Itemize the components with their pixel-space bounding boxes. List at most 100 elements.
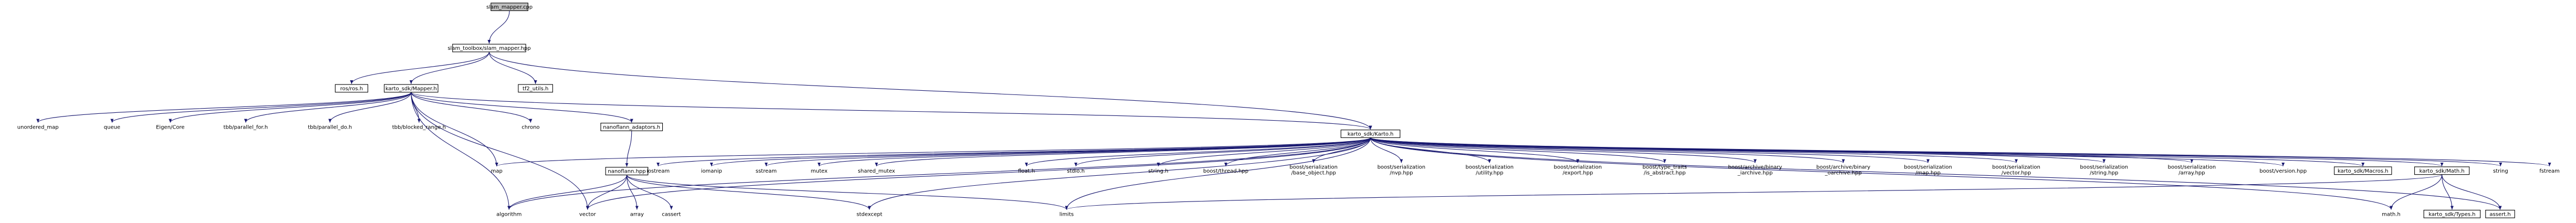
node-boost-ser-nvp: boost/serialization/nvp.hpp (1378, 164, 1426, 176)
edge-karto-h-to-mutex (817, 137, 1371, 167)
edge-mapper-h-to-queue (110, 92, 412, 123)
node-label: boost/serialization/export.hpp (1554, 164, 1602, 176)
edge-karto-h-to-algorithm (507, 137, 1371, 210)
node-label: slam_mapper.cpp (486, 5, 533, 10)
edge-karto-h-to-fstream (1370, 137, 2551, 167)
node-assert-h[interactable]: assert.h (2485, 209, 2515, 218)
node-label: cassert (662, 211, 681, 217)
node-label: stdexcept (857, 211, 882, 217)
edge-math-h-to-limits (1065, 174, 2443, 210)
node-boost-version: boost/version.hpp (2259, 168, 2307, 174)
edge-karto-h-to-stdio-h (1074, 137, 1371, 167)
edge-karto-h-to-stdexcept (868, 137, 1371, 210)
node-label: nanoflann_adaptors.h (603, 124, 660, 130)
node-label: sstream (756, 168, 777, 174)
node-label: map (491, 168, 503, 174)
node-queue: queue (104, 124, 120, 130)
edge-mapper-h-to-unordered-map (36, 92, 412, 123)
node-macros-h[interactable]: karto_sdk/Macros.h (2334, 166, 2392, 175)
node-mutex: mutex (811, 168, 828, 174)
node-label: assert.h (2489, 211, 2510, 217)
node-label: boost/serialization/nvp.hpp (1378, 164, 1426, 176)
node-label: boost/serialization/string.hpp (2080, 164, 2129, 176)
node-box (605, 167, 649, 176)
node-array: array (630, 211, 644, 217)
node-label: karto_sdk/Karto.h (1348, 132, 1394, 137)
edge-slam-mapper-hpp-to-karto-h (488, 51, 1372, 130)
node-label: karto_sdk/Mapper.h (385, 86, 437, 92)
edge-nanoflann-hpp-to-stdexcept (626, 175, 871, 210)
edge-nanoflann-hpp-to-vector (586, 175, 628, 210)
edge-math-h-to-math (2390, 174, 2443, 210)
edge-karto-h-to-boost-ser-nvp (1370, 137, 1403, 163)
node-label: chrono (522, 124, 539, 130)
node-label: unordered_map (17, 124, 59, 130)
edge-karto-h-to-float-h (1025, 137, 1371, 167)
node-boost-type-traits: boost/type_traits/is_abstract.hpp (1643, 164, 1687, 176)
node-boost-ser-export: boost/serialization/export.hpp (1554, 164, 1602, 176)
edge-nanoflann-hpp-to-algorithm (507, 175, 628, 210)
node-map: map (491, 168, 503, 174)
node-string: string (2493, 168, 2508, 174)
node-fstream: fstream (2539, 168, 2560, 174)
node-boost-arch-bin-o: boost/archive/binary_oarchive.hpp (1817, 164, 1871, 176)
node-limits: limits (1059, 211, 1073, 217)
node-mapper-h[interactable]: karto_sdk/Mapper.h (384, 84, 439, 93)
node-boost-ser-utility: boost/serialization/utility.hpp (1466, 164, 1514, 176)
node-label: mutex (811, 168, 828, 174)
node-boost-arch-bin-i: boost/archive/binary_iarchive.hpp (1728, 164, 1782, 176)
node-label: math.h (2382, 211, 2401, 217)
edge-mapper-h-to-map (411, 92, 498, 166)
node-label: ros/ros.h (340, 86, 363, 92)
node-label: boost/archive/binary_oarchive.hpp (1817, 164, 1871, 176)
node-box (518, 84, 553, 93)
edge-mapper-h-to-eigen-core (169, 92, 412, 123)
node-label: boost/type_traits/is_abstract.hpp (1643, 164, 1687, 176)
node-box (491, 3, 528, 11)
edge-mapper-h-to-vector (411, 92, 589, 210)
node-label: tbb/blocked_range.h (392, 124, 446, 130)
node-nanoflann-adaptors[interactable]: nanoflann_adaptors.h (600, 123, 663, 131)
node-tbb-parallel-for: tbb/parallel_for.h (224, 124, 268, 130)
node-label: shared_mutex (858, 168, 895, 174)
edge-karto-h-to-boost-ser-map (1370, 137, 1930, 163)
edge-mapper-h-to-tbb-parallel-do (328, 92, 412, 123)
node-shared-mutex: shared_mutex (858, 168, 895, 174)
node-math-h[interactable]: karto_sdk/Math.h (2414, 166, 2470, 175)
node-label: karto_sdk/Macros.h (2338, 168, 2389, 174)
node-chrono: chrono (522, 124, 539, 130)
node-iomanip: iomanip (701, 168, 722, 174)
node-label: slam_toolbox/slam_mapper.hpp (447, 46, 530, 51)
node-label: boost/version.hpp (2259, 168, 2307, 174)
edge-karto-h-to-map (495, 137, 1371, 167)
node-boost-thread: boost/thread.hpp (1203, 168, 1248, 174)
node-nanoflann-hpp[interactable]: nanoflann.hpp (605, 167, 649, 176)
edge-nanoflann-hpp-to-cassert (626, 175, 673, 210)
edge-karto-h-to-sstream (765, 137, 1371, 167)
edge-karto-h-to-boost-ser-export (1370, 137, 1580, 163)
node-label: string (2493, 168, 2508, 174)
node-label: string.h (1148, 168, 1168, 174)
node-tf2-utils[interactable]: tf2_utils.h (518, 84, 553, 93)
node-tbb-blocked-range: tbb/blocked_range.h (392, 124, 446, 130)
node-label: iostream (646, 168, 670, 174)
node-label: algorithm (496, 211, 522, 217)
node-layer: slam_mapper.cpp slam_toolbox/slam_mapper.… (17, 3, 2560, 218)
node-box (600, 123, 663, 131)
node-boost-ser-array: boost/serialization/array.hpp (2168, 164, 2216, 176)
node-types-h[interactable]: karto_sdk/Types.h (2423, 209, 2481, 218)
node-label: tbb/parallel_do.h (308, 124, 352, 130)
edge-karto-h-to-boost-arch-bin-o (1370, 137, 1845, 163)
node-ros-h[interactable]: ros/ros.h (335, 84, 369, 93)
edge-karto-h-to-assert-h (1370, 137, 2502, 210)
node-karto-h[interactable]: karto_sdk/Karto.h (1340, 130, 1401, 138)
edge-slam-mapper-cpp-to-slam-mapper-hpp (487, 10, 510, 44)
node-label: tf2_utils.h (523, 86, 548, 92)
node-slam-mapper-hpp[interactable]: slam_toolbox/slam_mapper.hpp (447, 44, 531, 52)
node-float-h: float.h (1018, 168, 1035, 174)
node-label: karto_sdk/Types.h (2428, 211, 2475, 217)
node-stdio-h: stdio.h (1067, 168, 1085, 174)
node-box (452, 44, 526, 52)
node-slam-mapper-cpp[interactable]: slam_mapper.cpp (486, 3, 533, 11)
